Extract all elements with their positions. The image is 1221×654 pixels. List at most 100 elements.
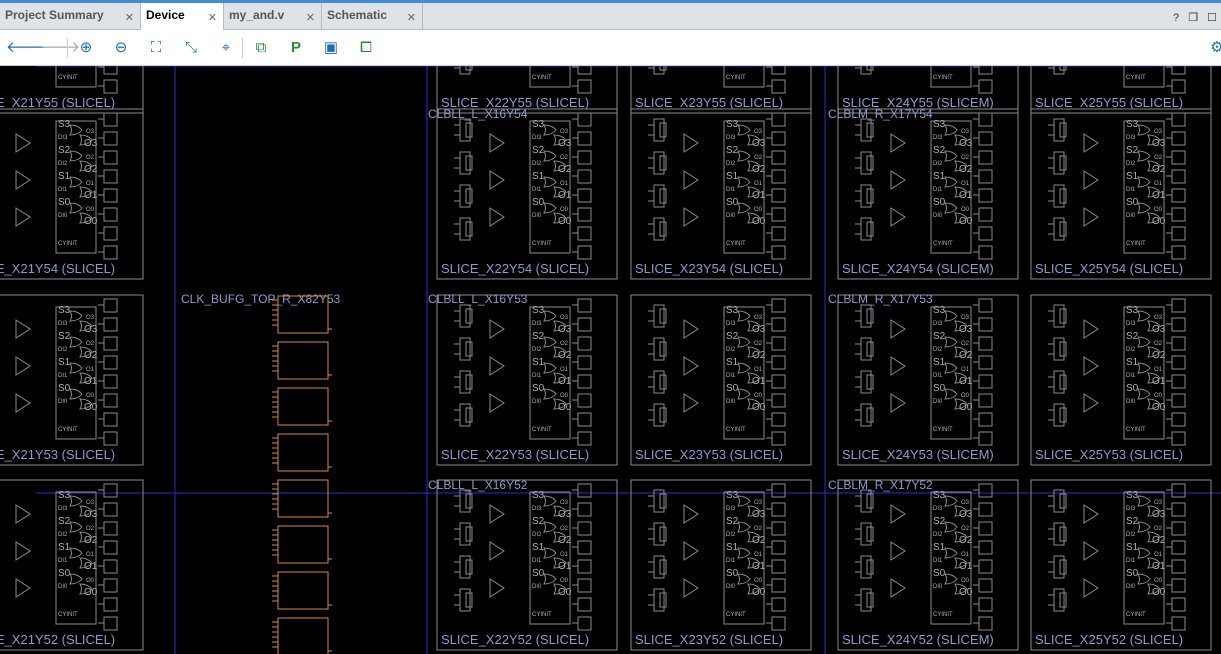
bufg-site[interactable] <box>272 295 332 334</box>
ff-box <box>103 169 118 184</box>
tab-device[interactable]: Device ✕ <box>141 3 224 32</box>
carry-output: O1 <box>558 376 572 387</box>
bufg-site[interactable] <box>272 617 332 654</box>
slice-site[interactable]: S3S2S1S0CYINITDI3DI2DI1DI0O3O3O2O2O1O1O0… <box>0 108 144 280</box>
ff-box <box>1171 150 1186 165</box>
slice-border <box>1030 108 1212 280</box>
bufg-site[interactable] <box>272 479 332 518</box>
slice-site[interactable]: S3S2S1S0CYINITDI3DI2DI1DI0O3O3O2O2O1O1O0… <box>630 479 812 651</box>
close-icon[interactable]: ✕ <box>124 12 134 24</box>
clock-tile-label[interactable]: CLK_BUFG_TOP_R_X82Y53 <box>181 292 341 306</box>
slice-site[interactable]: S3S2S1S0CYINITDI3DI2DI1DI0O3O3O2O2O1O1O0… <box>630 108 812 280</box>
carry-output: O0 <box>84 402 98 413</box>
ff-box <box>103 131 118 146</box>
carry-output: O2 <box>961 341 970 347</box>
carry-label: CYINIT <box>532 241 552 247</box>
slice-site[interactable]: S3S2S1S0CYINITDI3DI2DI1DI0O3O3O2O2O1O1O0… <box>630 66 812 114</box>
di-label: DI3 <box>726 506 736 512</box>
xor-gate <box>69 150 83 162</box>
lut-box <box>1053 66 1065 75</box>
back-icon[interactable]: 🡐 <box>6 39 47 56</box>
lut-pin <box>465 155 473 171</box>
zoom-fit-icon[interactable]: ⛶ <box>150 39 162 56</box>
mux-triangle <box>1083 393 1099 413</box>
tile-label[interactable]: CLBLM_R_X17Y53 <box>828 292 933 306</box>
close-icon[interactable]: ✕ <box>406 12 416 24</box>
auto-fit-icon[interactable]: ⌖ <box>221 39 231 56</box>
carry-label: S0 <box>58 197 71 208</box>
slice-site[interactable]: S3S2S1S0CYINITDI3DI2DI1DI0O3O3O2O2O1O1O0… <box>837 479 1019 651</box>
ff-box <box>103 559 118 574</box>
ff-box <box>103 207 118 222</box>
slice-site[interactable]: S3S2S1S0CYINITDI3DI2DI1DI0O3O3O2O2O1O1O0… <box>436 479 618 651</box>
xor-gate <box>553 160 567 172</box>
slice-site[interactable]: S3S2S1S0CYINITDI3DI2DI1DI0O3O3O2O2O1O1O0… <box>436 294 618 466</box>
slice-site[interactable]: S3S2S1S0CYINITDI3DI2DI1DI0O3O3O2O2O1O1O0… <box>1030 108 1212 280</box>
device-view-canvas[interactable]: S3S2S1S0CYINITDI3DI2DI1DI0O3O3O2O2O1O1O0… <box>0 66 1221 654</box>
close-icon[interactable]: ✕ <box>207 12 217 24</box>
ff-box <box>577 502 592 517</box>
carry-label: S0 <box>1126 197 1139 208</box>
ff-box <box>577 336 592 351</box>
tile-label[interactable]: CLBLL_L_X16Y54 <box>428 107 528 121</box>
carry-output: O1 <box>959 190 973 201</box>
restore-icon[interactable]: ❐ <box>1188 12 1199 24</box>
tile-label[interactable]: CLBLM_R_X17Y52 <box>828 478 933 492</box>
maximize-icon[interactable]: ☐ <box>1207 12 1217 24</box>
bufg-site[interactable] <box>272 387 332 426</box>
close-icon[interactable]: ✕ <box>305 12 315 24</box>
tab-schematic[interactable]: Schematic ✕ <box>322 3 423 30</box>
zoom-out-icon[interactable]: ⊖ <box>114 39 128 56</box>
lut-box <box>860 555 872 579</box>
xor-gate <box>79 372 93 384</box>
zoom-in-icon[interactable]: ⊕ <box>79 39 93 56</box>
slice-site[interactable]: S3S2S1S0CYINITDI3DI2DI1DI0O3O3O2O2O1O1O0… <box>0 66 144 114</box>
tile-label[interactable]: CLBLL_L_X16Y53 <box>428 292 528 306</box>
ff-box <box>771 226 786 241</box>
ff-box <box>771 597 786 612</box>
xor-gate <box>543 495 557 507</box>
device-layout[interactable]: S3S2S1S0CYINITDI3DI2DI1DI0O3O3O2O2O1O1O0… <box>0 66 1221 654</box>
slice-site[interactable]: S3S2S1S0CYINITDI3DI2DI1DI0O3O3O2O2O1O1O0… <box>837 294 1019 466</box>
lut-box <box>653 522 665 546</box>
di-label: DI1 <box>58 558 68 564</box>
tile-label[interactable]: CLBLM_R_X17Y54 <box>828 107 933 121</box>
slice-border <box>1030 66 1212 114</box>
carry-output: O3 <box>959 138 973 149</box>
zoom-selection-icon[interactable]: ⤡ <box>184 39 197 56</box>
carry-output: O0 <box>961 393 970 399</box>
ff-box <box>771 540 786 555</box>
tab-project-summary[interactable]: Project Summary ✕ <box>0 3 141 30</box>
slice-site[interactable]: S3S2S1S0CYINITDI3DI2DI1DI0O3O3O2O2O1O1O0… <box>837 66 1019 114</box>
bufg-site[interactable] <box>272 525 332 564</box>
help-icon[interactable]: ? <box>1173 12 1180 24</box>
settings-icon[interactable]: ⚙ <box>1210 39 1221 56</box>
lut-pin <box>465 559 473 575</box>
forward-icon[interactable]: 🡒 <box>40 39 81 56</box>
slice-site[interactable]: S3S2S1S0CYINITDI3DI2DI1DI0O3O3O2O2O1O1O0… <box>837 108 1019 280</box>
slice-site[interactable]: S3S2S1S0CYINITDI3DI2DI1DI0O3O3O2O2O1O1O0… <box>1030 66 1212 114</box>
tab-my-and-v[interactable]: my_and.v ✕ <box>224 3 322 30</box>
carry-label: S1 <box>1126 542 1139 553</box>
carry-output: O1 <box>1152 376 1166 387</box>
di-label: DI1 <box>726 558 736 564</box>
routing-resources-icon[interactable]: ⧉ <box>255 39 267 56</box>
add-pblock-icon[interactable]: P <box>290 39 301 56</box>
slice-site[interactable]: S3S2S1S0CYINITDI3DI2DI1DI0O3O3O2O2O1O1O0… <box>436 108 618 280</box>
slice-site[interactable]: S3S2S1S0CYINITDI3DI2DI1DI0O3O3O2O2O1O1O0… <box>1030 479 1212 651</box>
bufg-site[interactable] <box>272 433 332 472</box>
slice-site[interactable]: S3S2S1S0CYINITDI3DI2DI1DI0O3O3O2O2O1O1O0… <box>630 294 812 466</box>
slice-site[interactable]: S3S2S1S0CYINITDI3DI2DI1DI0O3O3O2O2O1O1O0… <box>436 66 618 114</box>
draw-pblock-icon[interactable]: ⧠ <box>359 39 372 56</box>
tile-label[interactable]: CLBLL_L_X16Y52 <box>428 478 528 492</box>
fit-selection-icon[interactable]: ▣ <box>323 39 339 56</box>
bufg-site[interactable] <box>272 341 332 380</box>
ff-box <box>978 112 993 127</box>
slice-site[interactable]: S3S2S1S0CYINITDI3DI2DI1DI0O3O3O2O2O1O1O0… <box>0 294 144 466</box>
mux-triangle <box>890 356 906 376</box>
ff-box <box>103 188 118 203</box>
slice-site[interactable]: S3S2S1S0CYINITDI3DI2DI1DI0O3O3O2O2O1O1O0… <box>1030 294 1212 466</box>
slice-site[interactable]: S3S2S1S0CYINITDI3DI2DI1DI0O3O3O2O2O1O1O0… <box>0 479 144 651</box>
bufg-site[interactable] <box>272 571 332 610</box>
lut-pin <box>465 66 473 71</box>
